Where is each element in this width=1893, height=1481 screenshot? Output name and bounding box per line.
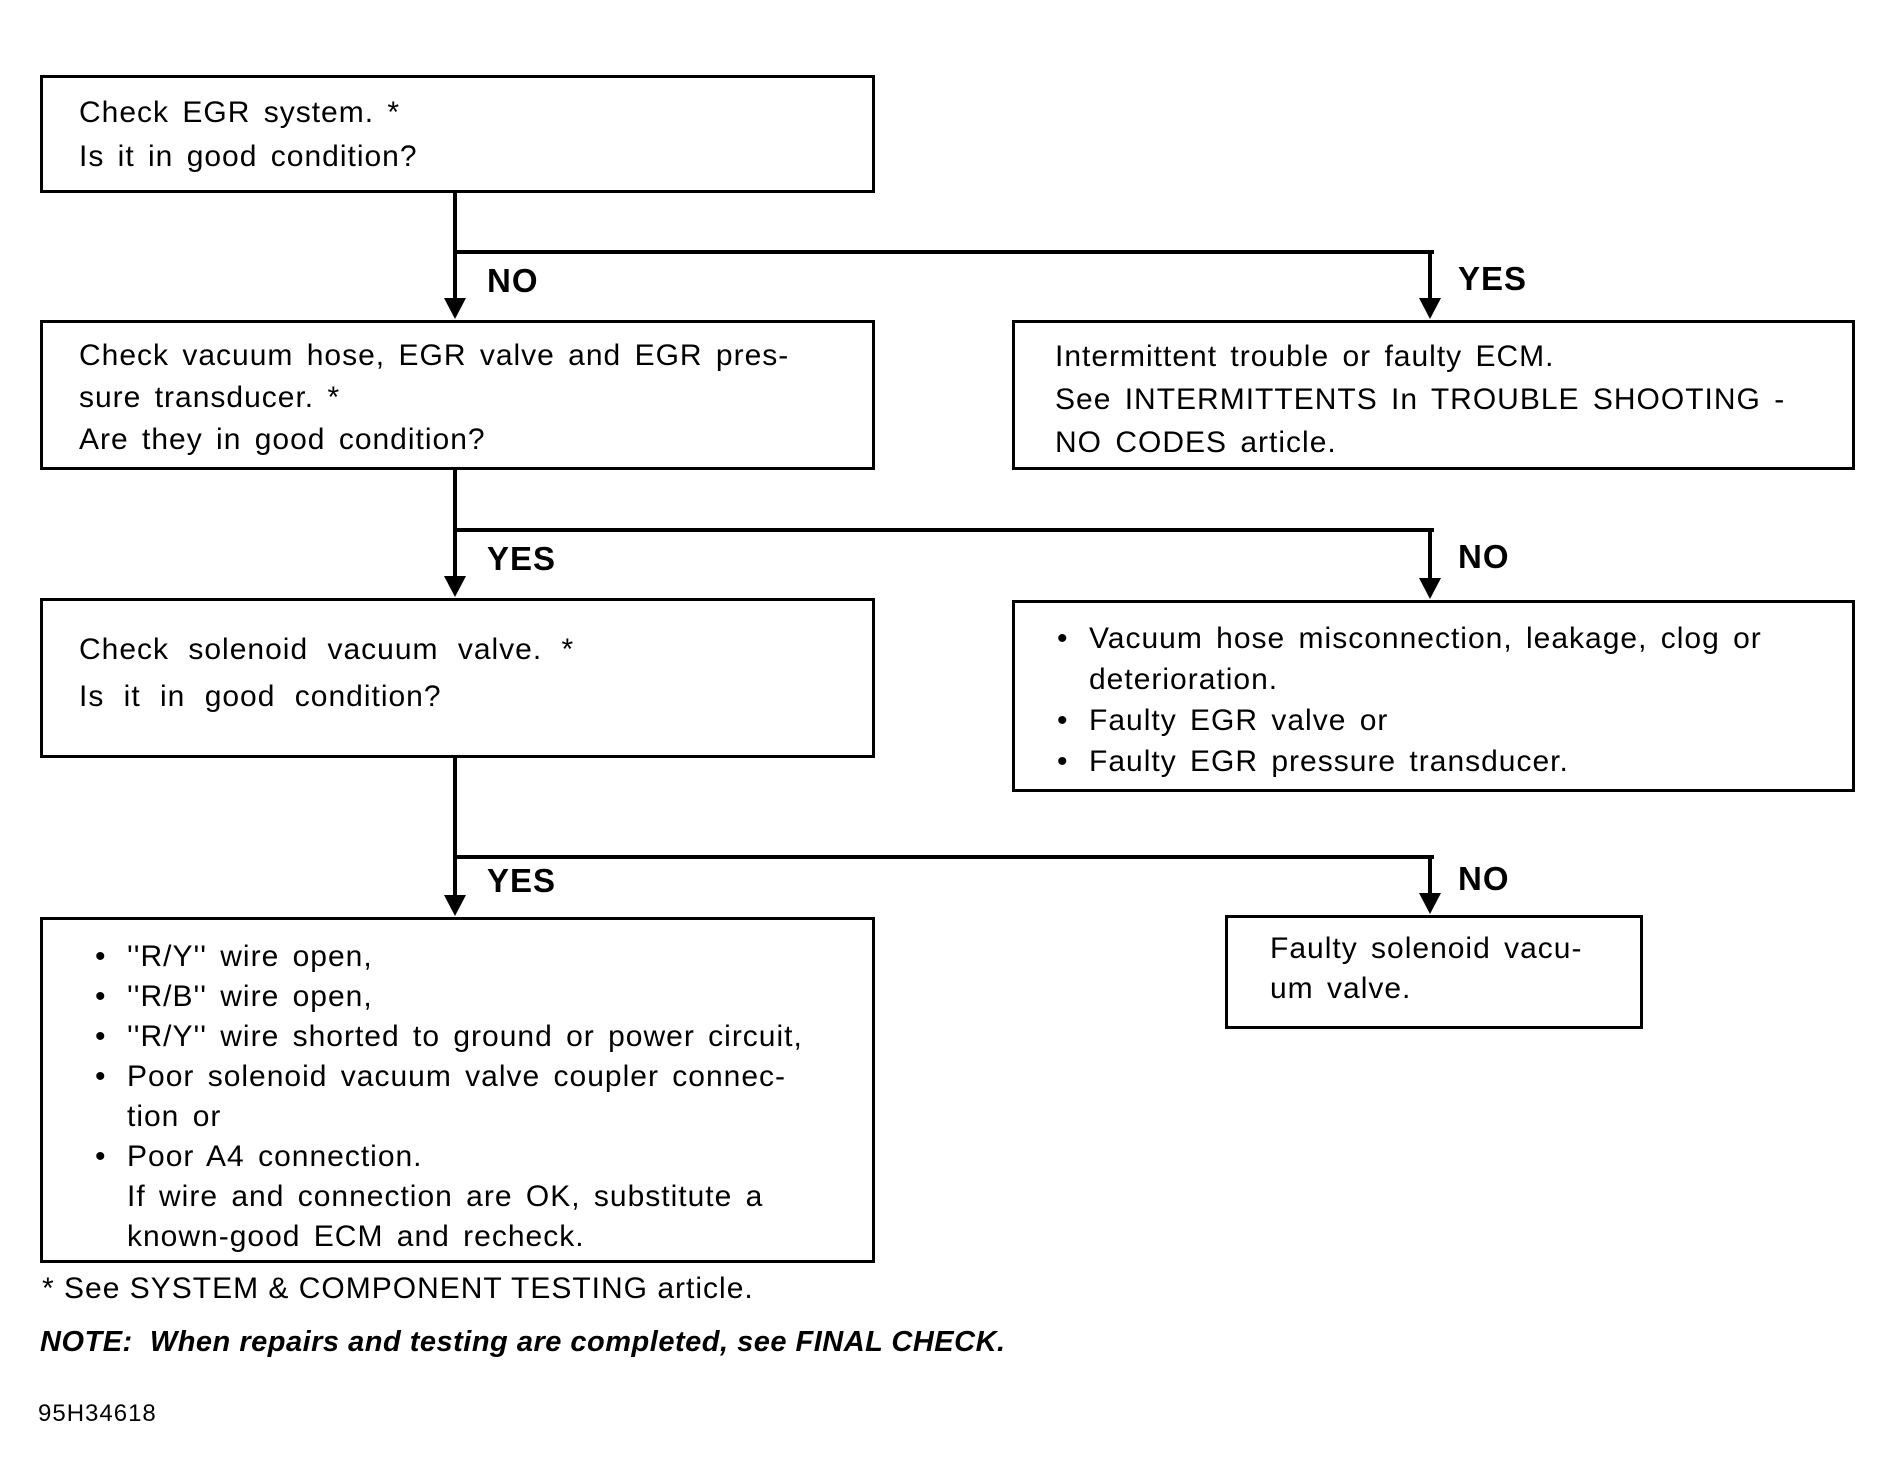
bullet-icon: • (1057, 622, 1069, 655)
box-line: Is it in good condition? (79, 680, 442, 713)
box-line: ''R/Y'' wire open, (127, 940, 373, 973)
list-item: • ''R/Y'' wire shorted to ground or powe… (95, 1017, 872, 1057)
bullet-icon: • (1057, 745, 1069, 778)
box-line: Check solenoid vacuum valve. * (79, 633, 575, 666)
box-faulty-solenoid-valve: Faulty solenoid vacu- um valve. (1225, 915, 1643, 1029)
branch-label-no: NO (1458, 538, 1510, 575)
box-line: sure transducer. * (79, 381, 341, 414)
arrow-down-icon (1419, 893, 1441, 914)
connector-line (453, 528, 1434, 532)
connector-line (1428, 252, 1432, 300)
box-line: Check EGR system. * (79, 96, 401, 129)
box-check-egr-system: Check EGR system. * Is it in good condit… (40, 75, 875, 193)
bullet-icon: • (95, 1020, 107, 1053)
list-item: • ''R/Y'' wire open, (95, 937, 872, 977)
box-line: Faulty solenoid vacu- (1270, 932, 1583, 965)
arrow-down-icon (444, 298, 466, 319)
list-item: • ''R/B'' wire open, (95, 977, 872, 1017)
box-line: See INTERMITTENTS In TROUBLE SHOOTING - (1055, 383, 1786, 416)
connector-line (1428, 857, 1432, 895)
connector-line (453, 190, 457, 300)
connector-line (453, 468, 457, 580)
bullet-icon: • (1057, 704, 1069, 737)
list-item: • Faulty EGR pressure transducer. (1057, 741, 1852, 782)
box-line: NO CODES article. (1055, 426, 1337, 459)
arrow-down-icon (1419, 298, 1441, 319)
footnote-see-system-testing: * See SYSTEM & COMPONENT TESTING article… (42, 1272, 754, 1305)
box-hose-valve-faults: • Vacuum hose misconnection, leakage, cl… (1012, 600, 1855, 792)
arrow-down-icon (444, 576, 466, 597)
arrow-down-icon (444, 895, 466, 916)
connector-line (453, 250, 1434, 254)
box-check-solenoid-valve: Check solenoid vacuum valve. * Is it in … (40, 598, 875, 758)
bullet-icon: • (95, 940, 107, 973)
box-line: Poor A4 connection. (127, 1140, 423, 1173)
list-item: • Faulty EGR valve or (1057, 700, 1852, 741)
box-line: If wire and connection are OK, substitut… (127, 1180, 764, 1213)
arrow-down-icon (1419, 578, 1441, 599)
box-check-vacuum-hose: Check vacuum hose, EGR valve and EGR pre… (40, 320, 875, 470)
connector-line (1428, 530, 1432, 578)
box-line: ''R/B'' wire open, (127, 980, 373, 1013)
box-line: Are they in good condition? (79, 423, 486, 456)
bullet-icon: • (95, 980, 107, 1013)
list-item: • Poor A4 connection. If wire and connec… (95, 1137, 872, 1257)
box-intermittent-trouble: Intermittent trouble or faulty ECM. See … (1012, 320, 1855, 470)
connector-line (453, 855, 1434, 859)
box-line: Intermittent trouble or faulty ECM. (1055, 340, 1555, 373)
list-item: • Poor solenoid vacuum valve coupler con… (95, 1057, 872, 1137)
branch-label-no: NO (1458, 860, 1510, 897)
box-line: Check vacuum hose, EGR valve and EGR pre… (79, 339, 790, 372)
box-wiring-faults: • ''R/Y'' wire open, • ''R/B'' wire open… (40, 917, 875, 1263)
box-line: ''R/Y'' wire shorted to ground or power … (127, 1020, 803, 1053)
box-line: um valve. (1270, 972, 1412, 1005)
box-line: deterioration. (1089, 663, 1279, 696)
box-line: Is it in good condition? (79, 140, 418, 173)
branch-label-yes: YES (487, 862, 557, 899)
bullet-icon: • (95, 1060, 107, 1093)
list-item: • Vacuum hose misconnection, leakage, cl… (1057, 618, 1852, 700)
bullet-icon: • (95, 1140, 107, 1173)
box-line: tion or (127, 1100, 222, 1133)
box-line: known-good ECM and recheck. (127, 1220, 585, 1253)
box-line: Faulty EGR valve or (1089, 704, 1389, 737)
box-line: Faulty EGR pressure transducer. (1089, 745, 1569, 778)
box-line: Vacuum hose misconnection, leakage, clog… (1089, 622, 1762, 655)
box-line: Poor solenoid vacuum valve coupler conne… (127, 1060, 786, 1093)
branch-label-yes: YES (1458, 260, 1528, 297)
figure-id-code: 95H34618 (38, 1400, 157, 1427)
branch-label-yes: YES (487, 540, 557, 577)
branch-label-no: NO (487, 262, 539, 299)
note-final-check: NOTE: When repairs and testing are compl… (40, 1326, 1006, 1358)
connector-line (453, 756, 457, 897)
